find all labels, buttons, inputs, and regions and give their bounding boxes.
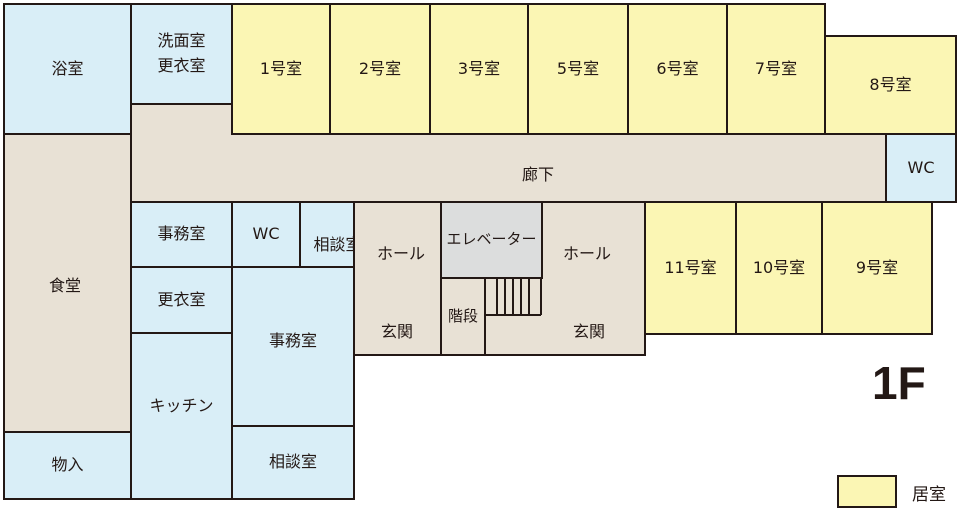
consultation-small-label: 相談室 — [313, 234, 362, 254]
room-6: 6号室 — [627, 3, 728, 135]
office-large-label: 事務室 — [268, 331, 317, 351]
room-9: 9号室 — [821, 201, 933, 335]
room-1: 1号室 — [231, 3, 331, 135]
room-10: 10号室 — [735, 201, 823, 335]
kitchen: キッチン — [130, 332, 233, 500]
room-7: 7号室 — [726, 3, 826, 135]
hall-left — [353, 201, 442, 356]
office-small-label: 事務室 — [157, 224, 206, 244]
bathroom: 浴室 — [3, 3, 132, 135]
changing-room-top-label: 更衣室 — [157, 56, 206, 75]
storage: 物入 — [3, 431, 132, 500]
room-6-label: 6号室 — [656, 58, 699, 78]
corridor — [3, 133, 933, 203]
room-8-label: 8号室 — [869, 74, 912, 94]
entrance-right-label: 玄関 — [573, 322, 606, 341]
room-10-label: 10号室 — [752, 257, 806, 277]
room-5-label: 5号室 — [556, 58, 600, 78]
room-9-label: 9号室 — [855, 257, 899, 277]
dining-label: 食堂 — [49, 276, 82, 295]
elevator-overlay: エレベーター — [440, 201, 543, 279]
room-3: 3号室 — [429, 3, 529, 135]
entrance-left-label: 玄関 — [381, 322, 414, 341]
wc-middle: WC — [231, 201, 301, 268]
changing-room-bottom-label: 更衣室 — [157, 289, 206, 309]
room-3-label: 3号室 — [457, 58, 501, 78]
wc-right-label: WC — [907, 157, 935, 177]
corridor-upper-band — [130, 103, 234, 135]
room-7-label: 7号室 — [754, 58, 798, 78]
legend-label: 居室 — [912, 485, 946, 505]
room-1-label: 1号室 — [259, 58, 303, 78]
dining-room — [3, 133, 132, 433]
consultation-bottom: 相談室 — [231, 425, 355, 500]
wc-right: WC — [885, 133, 957, 203]
bathroom-label: 浴室 — [51, 58, 84, 78]
hall-right-label: ホール — [563, 244, 612, 263]
kitchen-label: キッチン — [149, 395, 214, 415]
washroom-label: 洗面室 — [157, 31, 206, 51]
room-2: 2号室 — [329, 3, 431, 135]
room-11-label: 11号室 — [664, 257, 717, 277]
wc-middle-label: WC — [252, 224, 280, 244]
legend-swatch — [837, 475, 897, 508]
room-2-label: 2号室 — [358, 58, 402, 78]
stairs-label: 階段 — [447, 306, 478, 325]
hall-left-label: ホール — [377, 244, 426, 263]
room-11: 11号室 — [644, 201, 737, 335]
floor-label: 1F — [872, 357, 926, 409]
storage-label: 物入 — [51, 455, 84, 475]
corridor-label: 廊下 — [522, 165, 555, 184]
consultation-bottom-label: 相談室 — [268, 452, 317, 472]
elevator-label-overlay: エレベーター — [446, 230, 537, 249]
